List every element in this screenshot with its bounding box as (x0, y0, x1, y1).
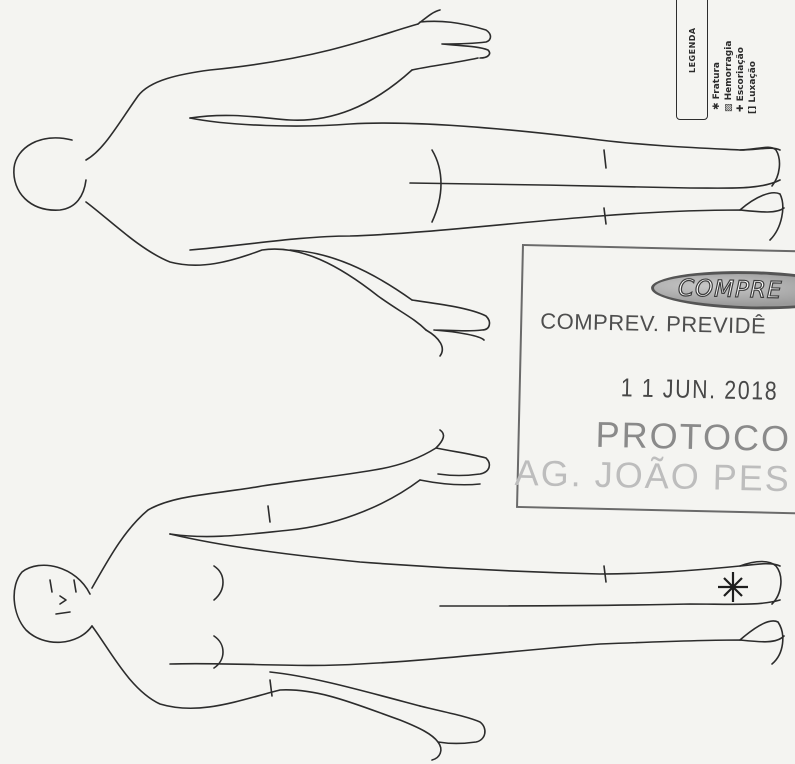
stamp-organization: COMPREV. PREVIDÊ (540, 308, 767, 339)
back-foot-top (740, 147, 779, 186)
back-hand-top (412, 10, 491, 70)
back-foot-bottom (740, 193, 783, 240)
front-torso-top (170, 534, 780, 574)
legend-item-fracture: ✱ Fratura (712, 62, 722, 110)
front-hand-top (420, 430, 489, 485)
back-upper-arm-top (86, 24, 418, 160)
legend-item-dislocation: [] Luxação (748, 61, 758, 114)
front-foot-top (740, 562, 781, 605)
back-torso-top (190, 118, 780, 150)
front-face-mouth (56, 612, 70, 614)
stamp-date: 1 1 JUN. 2018 (620, 372, 778, 407)
legend-item-hemorrhage: ▨ Hemorragia (724, 41, 734, 112)
stamp-protocol-label: PROTOCO (595, 414, 791, 460)
front-arm-mark (268, 506, 270, 522)
back-upper-arm-top-lower (190, 70, 412, 120)
front-upper-arm-top-lower (170, 480, 420, 537)
front-torso-bottom (170, 636, 784, 665)
stamp-logo: COMPRE (651, 269, 795, 312)
back-spine-mark (432, 150, 441, 222)
legend-title: LEGENDA (688, 27, 697, 73)
stamp-agency: AG. JOÃO PES (514, 452, 791, 500)
back-knee-mark-1 (604, 150, 606, 168)
front-lower-arm (92, 626, 438, 742)
front-arm-mark-2 (270, 680, 272, 696)
front-hand-bottom (420, 706, 485, 760)
front-legs-split (440, 600, 780, 606)
front-chest-mark-1 (214, 566, 223, 600)
legend-frame: LEGENDA (676, 0, 708, 120)
front-face-nose (60, 596, 66, 604)
protocol-stamp: COMPRE COMPREV. PREVIDÊ 1 1 JUN. 2018 PR… (516, 244, 795, 515)
front-face-eyes (50, 580, 76, 592)
back-torso-bottom (190, 208, 784, 250)
back-lower-arm (86, 202, 426, 330)
front-injury-mark (718, 572, 748, 602)
stamp-logo-text: COMPRE (678, 276, 783, 304)
front-head-outline (14, 565, 92, 642)
back-lower-arm-inner (290, 250, 412, 300)
back-head-outline (14, 138, 86, 210)
back-legs-split (410, 180, 780, 188)
front-knee-mark (604, 566, 606, 582)
back-knee-mark-2 (604, 208, 606, 224)
front-upper-arm-top (92, 448, 436, 588)
legend-item-abrasion: ✚ Escoriação (736, 47, 746, 112)
